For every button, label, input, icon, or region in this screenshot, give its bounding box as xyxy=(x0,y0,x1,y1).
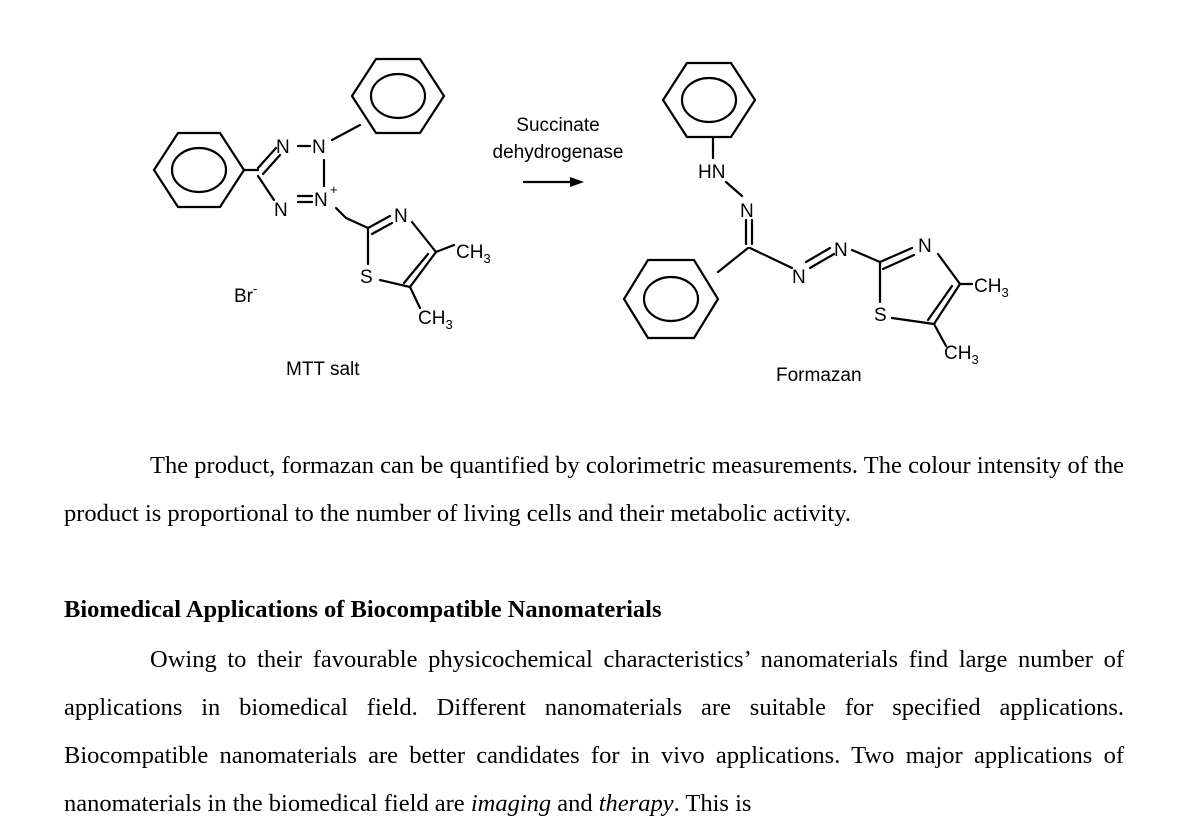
section-heading: Biomedical Applications of Biocompatible… xyxy=(64,596,662,623)
reactant-atom-n2: N xyxy=(312,137,326,158)
product-atom-hn: HN xyxy=(698,162,725,183)
mtt-salt-structure: N N N N + N S CH3 CH3 Br- xyxy=(152,57,491,332)
mtt-reaction-scheme: N N N N + N S CH3 CH3 Br- MTT salt Succi… xyxy=(152,57,1009,386)
emphasis-imaging: imaging xyxy=(470,790,552,817)
phenyl-ring-top-aromatic xyxy=(369,72,427,120)
paragraph-formazan-quantification: The product, formazan can be quantified … xyxy=(64,452,1124,527)
phenyl-ring-top xyxy=(350,57,446,135)
formazan-phenyl-ring-top xyxy=(661,61,757,139)
product-methyl-a: CH3 xyxy=(974,276,1009,300)
reactant-methyl-a: CH3 xyxy=(456,242,491,266)
arrow-head xyxy=(570,177,584,187)
reactant-atom-n4: N xyxy=(314,190,328,211)
product-atom-n-thiazole: N xyxy=(918,236,932,257)
formazan-phenyl-ring-bottom-aromatic xyxy=(642,275,700,323)
reactant-atom-n-thiazole: N xyxy=(394,206,408,227)
formazan-phenyl-ring-top-aromatic xyxy=(680,76,738,124)
phenyl-ring-left-aromatic xyxy=(170,146,228,194)
enzyme-label-line2: dehydrogenase xyxy=(493,142,624,163)
formazan-phenyl-ring-bottom xyxy=(622,258,720,340)
product-atom-n-a: N xyxy=(740,201,754,222)
reactant-atom-n3: N xyxy=(274,200,288,221)
product-atom-n-c: N xyxy=(834,240,848,261)
emphasis-therapy: therapy xyxy=(598,790,674,817)
counterion-label: Br- xyxy=(234,281,257,307)
reactant-methyl-b: CH3 xyxy=(418,308,453,332)
paragraph-biomedical-applications: Owing to their favourable physicochemica… xyxy=(64,636,1124,828)
enzyme-label-line1: Succinate xyxy=(516,115,599,136)
reactant-n4-charge: + xyxy=(330,182,338,197)
product-atom-s-thiazole: S xyxy=(874,305,887,326)
mtt-salt-caption: MTT salt xyxy=(286,359,360,380)
phenyl-ring-left xyxy=(152,131,246,209)
product-atom-n-b: N xyxy=(792,267,806,288)
reactant-atom-s-thiazole: S xyxy=(360,267,373,288)
paragraph2-text-end: . This is xyxy=(673,790,752,817)
reactant-atom-n1: N xyxy=(276,137,290,158)
paragraph2-joiner: and xyxy=(551,790,599,817)
product-methyl-b: CH3 xyxy=(944,343,979,367)
formazan-caption: Formazan xyxy=(776,365,862,386)
formazan-structure: HN N N N N S CH3 CH3 xyxy=(622,61,1009,367)
reaction-arrow: Succinate dehydrogenase xyxy=(493,115,624,187)
paragraph2-text-start: Owing to their favourable physicochemica… xyxy=(64,646,1124,817)
